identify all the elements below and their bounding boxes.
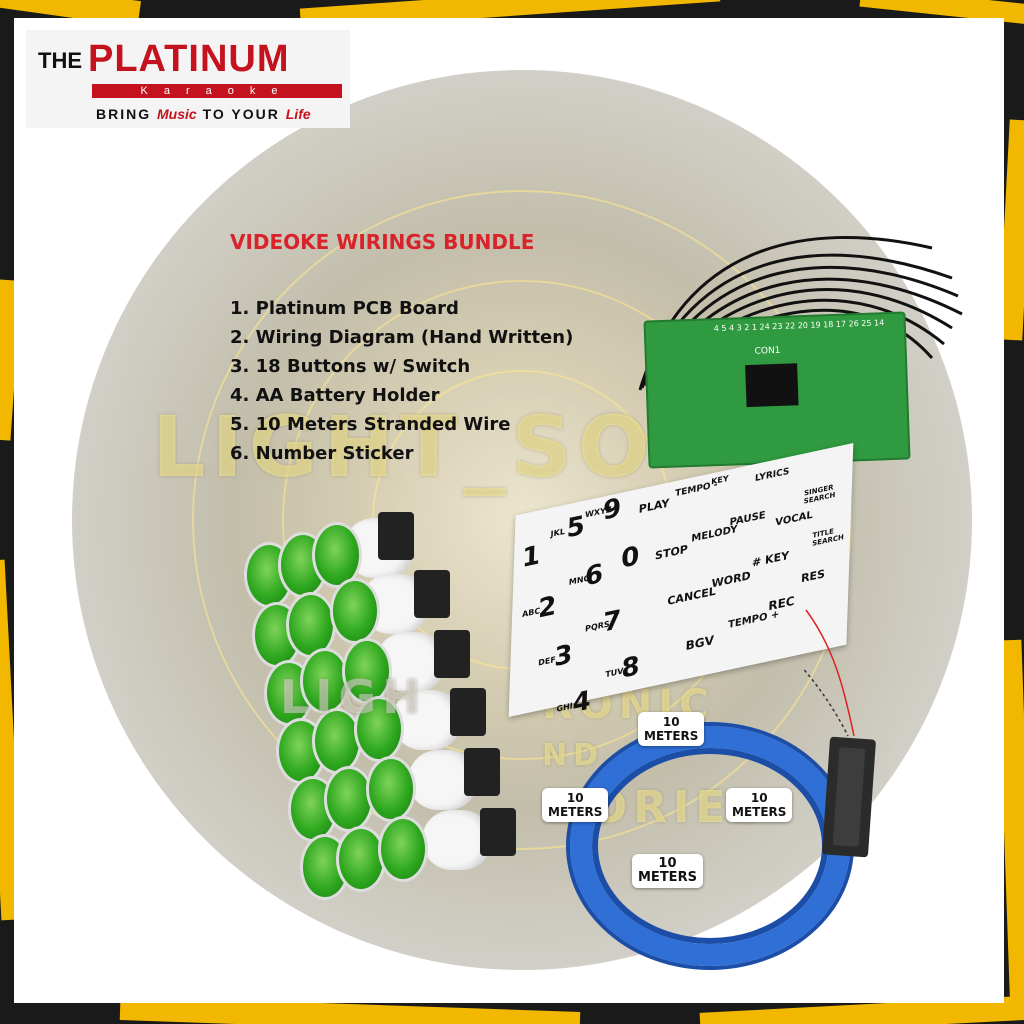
sticker-word: BGV xyxy=(685,632,715,654)
list-item: 6. Number Sticker xyxy=(230,443,414,464)
list-item: 5. 10 Meters Stranded Wire xyxy=(230,414,511,435)
sticker-word: STOP xyxy=(654,542,689,563)
wire-length-label: 10 METERS xyxy=(632,854,703,888)
disc-ring xyxy=(192,190,852,850)
pcb-chip xyxy=(745,363,799,408)
sticker-word: WORD xyxy=(711,569,751,591)
list-item: 1. Platinum PCB Board xyxy=(230,298,459,319)
key-1: 1 xyxy=(521,540,541,575)
pcb-board: 4 5 4 3 2 1 24 23 22 20 19 18 17 26 25 1… xyxy=(643,311,911,469)
sticker-word: REC xyxy=(768,593,795,614)
sticker-word: VOCAL xyxy=(775,509,813,529)
wire-length-unit: METERS xyxy=(732,805,787,819)
key-0: 0 xyxy=(620,540,640,575)
watermark-text-3: ND xyxy=(542,738,605,773)
key-8: 8 xyxy=(620,650,640,685)
button-switch xyxy=(464,748,500,796)
green-arcade-button xyxy=(378,816,428,882)
green-arcade-button xyxy=(366,756,416,822)
pcb-connector-label: CON1 xyxy=(754,345,781,357)
button-switch xyxy=(378,512,414,560)
sticker-word: # KEY xyxy=(751,548,790,570)
bundle-heading: VIDEOKE WIRINGS BUNDLE xyxy=(230,230,535,254)
sticker-word: RES xyxy=(800,567,826,586)
platinum-karaoke-logo: THE PLATINUM Karaoke BRING Music TO YOUR… xyxy=(26,30,350,128)
battery-holder-slot xyxy=(832,747,866,847)
wire-length-label: 10 METERS xyxy=(542,788,609,822)
logo-tagline: BRING Music TO YOUR Life xyxy=(96,106,311,122)
sticker-word: SINGER SEARCH xyxy=(803,483,836,506)
blue-stranded-wire-coil xyxy=(570,726,850,966)
green-arcade-button xyxy=(324,766,374,832)
button-switch xyxy=(480,808,516,856)
button-switch xyxy=(450,688,486,736)
key-3: 3 xyxy=(553,639,573,674)
battery-lead-wires xyxy=(804,609,855,737)
logo-the: THE xyxy=(38,48,82,73)
list-item: 3. 18 Buttons w/ Switch xyxy=(230,356,471,377)
sticker-word: CANCEL xyxy=(667,584,716,608)
wire-length-number: 10 xyxy=(658,856,677,871)
sticker-word: PAUSE xyxy=(729,509,766,529)
button-switch xyxy=(414,570,450,618)
sticker-word: PLAY xyxy=(638,496,670,517)
key-2: 2 xyxy=(537,590,557,625)
key-4: 4 xyxy=(572,685,592,720)
key-5: 5 xyxy=(566,510,586,545)
green-arcade-button xyxy=(330,578,380,644)
sticker-word: TITLE SEARCH xyxy=(812,527,844,548)
sticker-word: KEY xyxy=(711,473,729,487)
key-5-letters: JKL xyxy=(550,526,566,539)
button-switch xyxy=(434,630,470,678)
wire-length-number: 10 xyxy=(750,791,768,805)
wire-length-number: 10 xyxy=(662,715,680,729)
wire-length-label: 10 METERS xyxy=(638,712,705,746)
tagline-life: Life xyxy=(285,106,311,122)
wire-length-unit: METERS xyxy=(548,805,603,819)
list-item: 2. Wiring Diagram (Hand Written) xyxy=(230,327,574,348)
pcb-pin-labels: 4 5 4 3 2 1 24 23 22 20 19 18 17 26 25 1… xyxy=(713,318,885,334)
wire-length-number: 10 xyxy=(566,791,584,805)
list-item: 4. AA Battery Holder xyxy=(230,385,440,406)
wire-length-label: 10 METERS xyxy=(726,788,793,822)
tagline-before: BRING xyxy=(96,106,157,122)
watermark-text-1: LIGHT_SO xyxy=(152,398,656,496)
tagline-middle: TO YOUR xyxy=(196,106,286,122)
watermark-overlay-text: LIGH xyxy=(280,670,427,724)
product-card: LIGHT_SO RONIC ND SORIES THE PLATINUM Ka… xyxy=(14,18,1004,1003)
tagline-music: Music xyxy=(157,106,197,122)
sticker-word: LYRICS xyxy=(754,466,790,485)
logo-name: PLATINUM xyxy=(88,38,290,80)
logo-sub: Karaoke xyxy=(92,84,342,98)
wire-length-unit: METERS xyxy=(638,870,697,885)
bundle-contents-list: 1. Platinum PCB Board 2. Wiring Diagram … xyxy=(230,294,573,468)
aa-battery-holder xyxy=(821,736,877,858)
wire-length-unit: METERS xyxy=(644,729,699,743)
